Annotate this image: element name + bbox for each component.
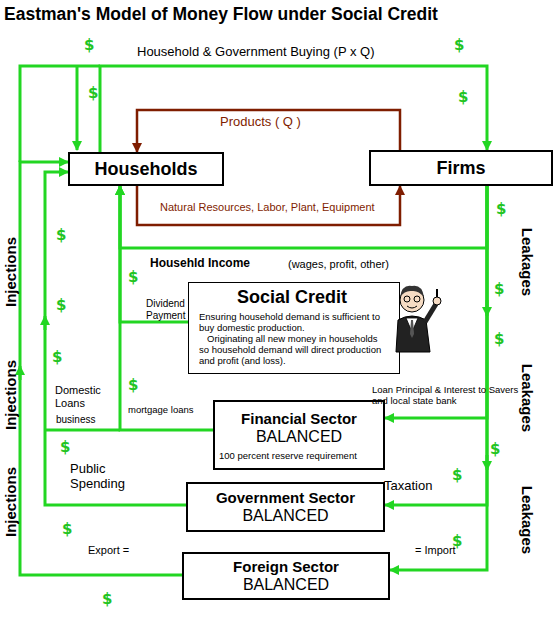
dollar-sign: $: [452, 466, 462, 484]
flow-line: [20, 66, 100, 162]
sector-box: Government SectorBALANCED: [186, 482, 385, 532]
suit: [396, 316, 430, 352]
flow-label: Public Spending: [70, 461, 134, 491]
box-heading: Households: [70, 159, 222, 180]
dollar-sign: $: [56, 296, 66, 314]
shirt: [406, 318, 418, 332]
box-heading: Government Sector: [188, 489, 383, 507]
flow-label: Products ( Q ): [220, 114, 301, 129]
finger: [436, 289, 438, 297]
side-label: Injections: [2, 360, 19, 430]
note-label: mortgage loans: [128, 404, 193, 415]
dollar-sign: $: [128, 268, 138, 286]
flow-label: Loan Principal & Interest to Savers and …: [372, 384, 520, 406]
side-label: Leakages: [519, 364, 536, 432]
money-flow: [100, 66, 487, 152]
dollar-sign: $: [494, 330, 504, 348]
dollar-sign: $: [454, 36, 464, 54]
box-heading: Foreign Sector: [184, 558, 388, 576]
dollar-sign: $: [62, 520, 72, 538]
arm: [425, 304, 436, 322]
money-flow: [390, 186, 487, 570]
dollar-sign: $: [88, 84, 98, 102]
flow-label: Household & Government Buying (P x Q): [137, 44, 375, 59]
money-flow: [120, 186, 487, 248]
sector-box: Households: [68, 152, 224, 186]
flow-label: = Import: [415, 544, 456, 556]
box-heading: Financial Sector: [219, 410, 379, 428]
dollar-sign: $: [52, 348, 62, 366]
tie: [410, 320, 414, 338]
side-label: Leakages: [519, 228, 536, 296]
glasses: [404, 296, 410, 302]
side-label: Injections: [2, 237, 19, 307]
flow-label: Dividend Payment: [146, 298, 186, 322]
dollar-sign: $: [490, 440, 500, 458]
sector-box: Firms: [369, 150, 553, 186]
box-text: BALANCED: [219, 428, 379, 446]
dollar-sign: $: [458, 88, 468, 106]
box-text: Originating all new money in households …: [195, 333, 389, 366]
money-flow: [385, 186, 487, 418]
sector-box: Social CreditEnsuring household demand i…: [188, 282, 400, 374]
smile: [407, 306, 417, 308]
dollar-sign: $: [84, 36, 94, 54]
side-label: Leakages: [519, 486, 536, 554]
money-flow: [45, 172, 186, 505]
flow-label: Househld Income: [150, 256, 250, 270]
note-label: business: [56, 414, 95, 425]
glasses: [414, 296, 420, 302]
note-label: (wages, profit, other): [288, 258, 389, 270]
flow-label: Natural Resources, Labor, Plant, Equipme…: [160, 201, 375, 213]
diagram-title: Eastman's Model of Money Flow under Soci…: [4, 4, 438, 25]
box-heading: Firms: [371, 158, 551, 179]
sector-box: Foreign SectorBALANCED: [182, 552, 390, 600]
dollar-sign: $: [102, 590, 112, 608]
dollar-sign: $: [56, 226, 66, 244]
head: [400, 288, 424, 312]
flow-line: [76, 66, 79, 150]
dollar-sign: $: [60, 438, 70, 456]
box-text: Ensuring household demand is sufficient …: [195, 311, 389, 333]
box-text: BALANCED: [184, 576, 388, 594]
money-flow: [20, 162, 182, 575]
flow-label: Export =: [88, 544, 129, 556]
dollar-sign: $: [452, 532, 462, 550]
flow-line: [45, 429, 120, 432]
hair: [400, 286, 424, 297]
money-flow: [137, 186, 400, 225]
flow-label: Domestic Loans: [55, 384, 119, 410]
money-flow: [137, 110, 400, 152]
dollar-sign: $: [494, 280, 504, 298]
sector-box: Financial SectorBALANCED 100 percent rese…: [213, 400, 385, 470]
side-label: Injections: [2, 467, 19, 537]
dollar-sign: $: [128, 376, 138, 394]
cartoon-banker: [396, 286, 441, 352]
flow-label: Taxation: [384, 478, 432, 493]
dollar-sign: $: [496, 200, 506, 218]
money-flow: [385, 186, 487, 505]
hand: [433, 297, 441, 305]
box-text: BALANCED: [188, 507, 383, 525]
box-heading: Social Credit: [195, 287, 389, 308]
box-text: 100 percent reserve requirement: [219, 450, 379, 461]
